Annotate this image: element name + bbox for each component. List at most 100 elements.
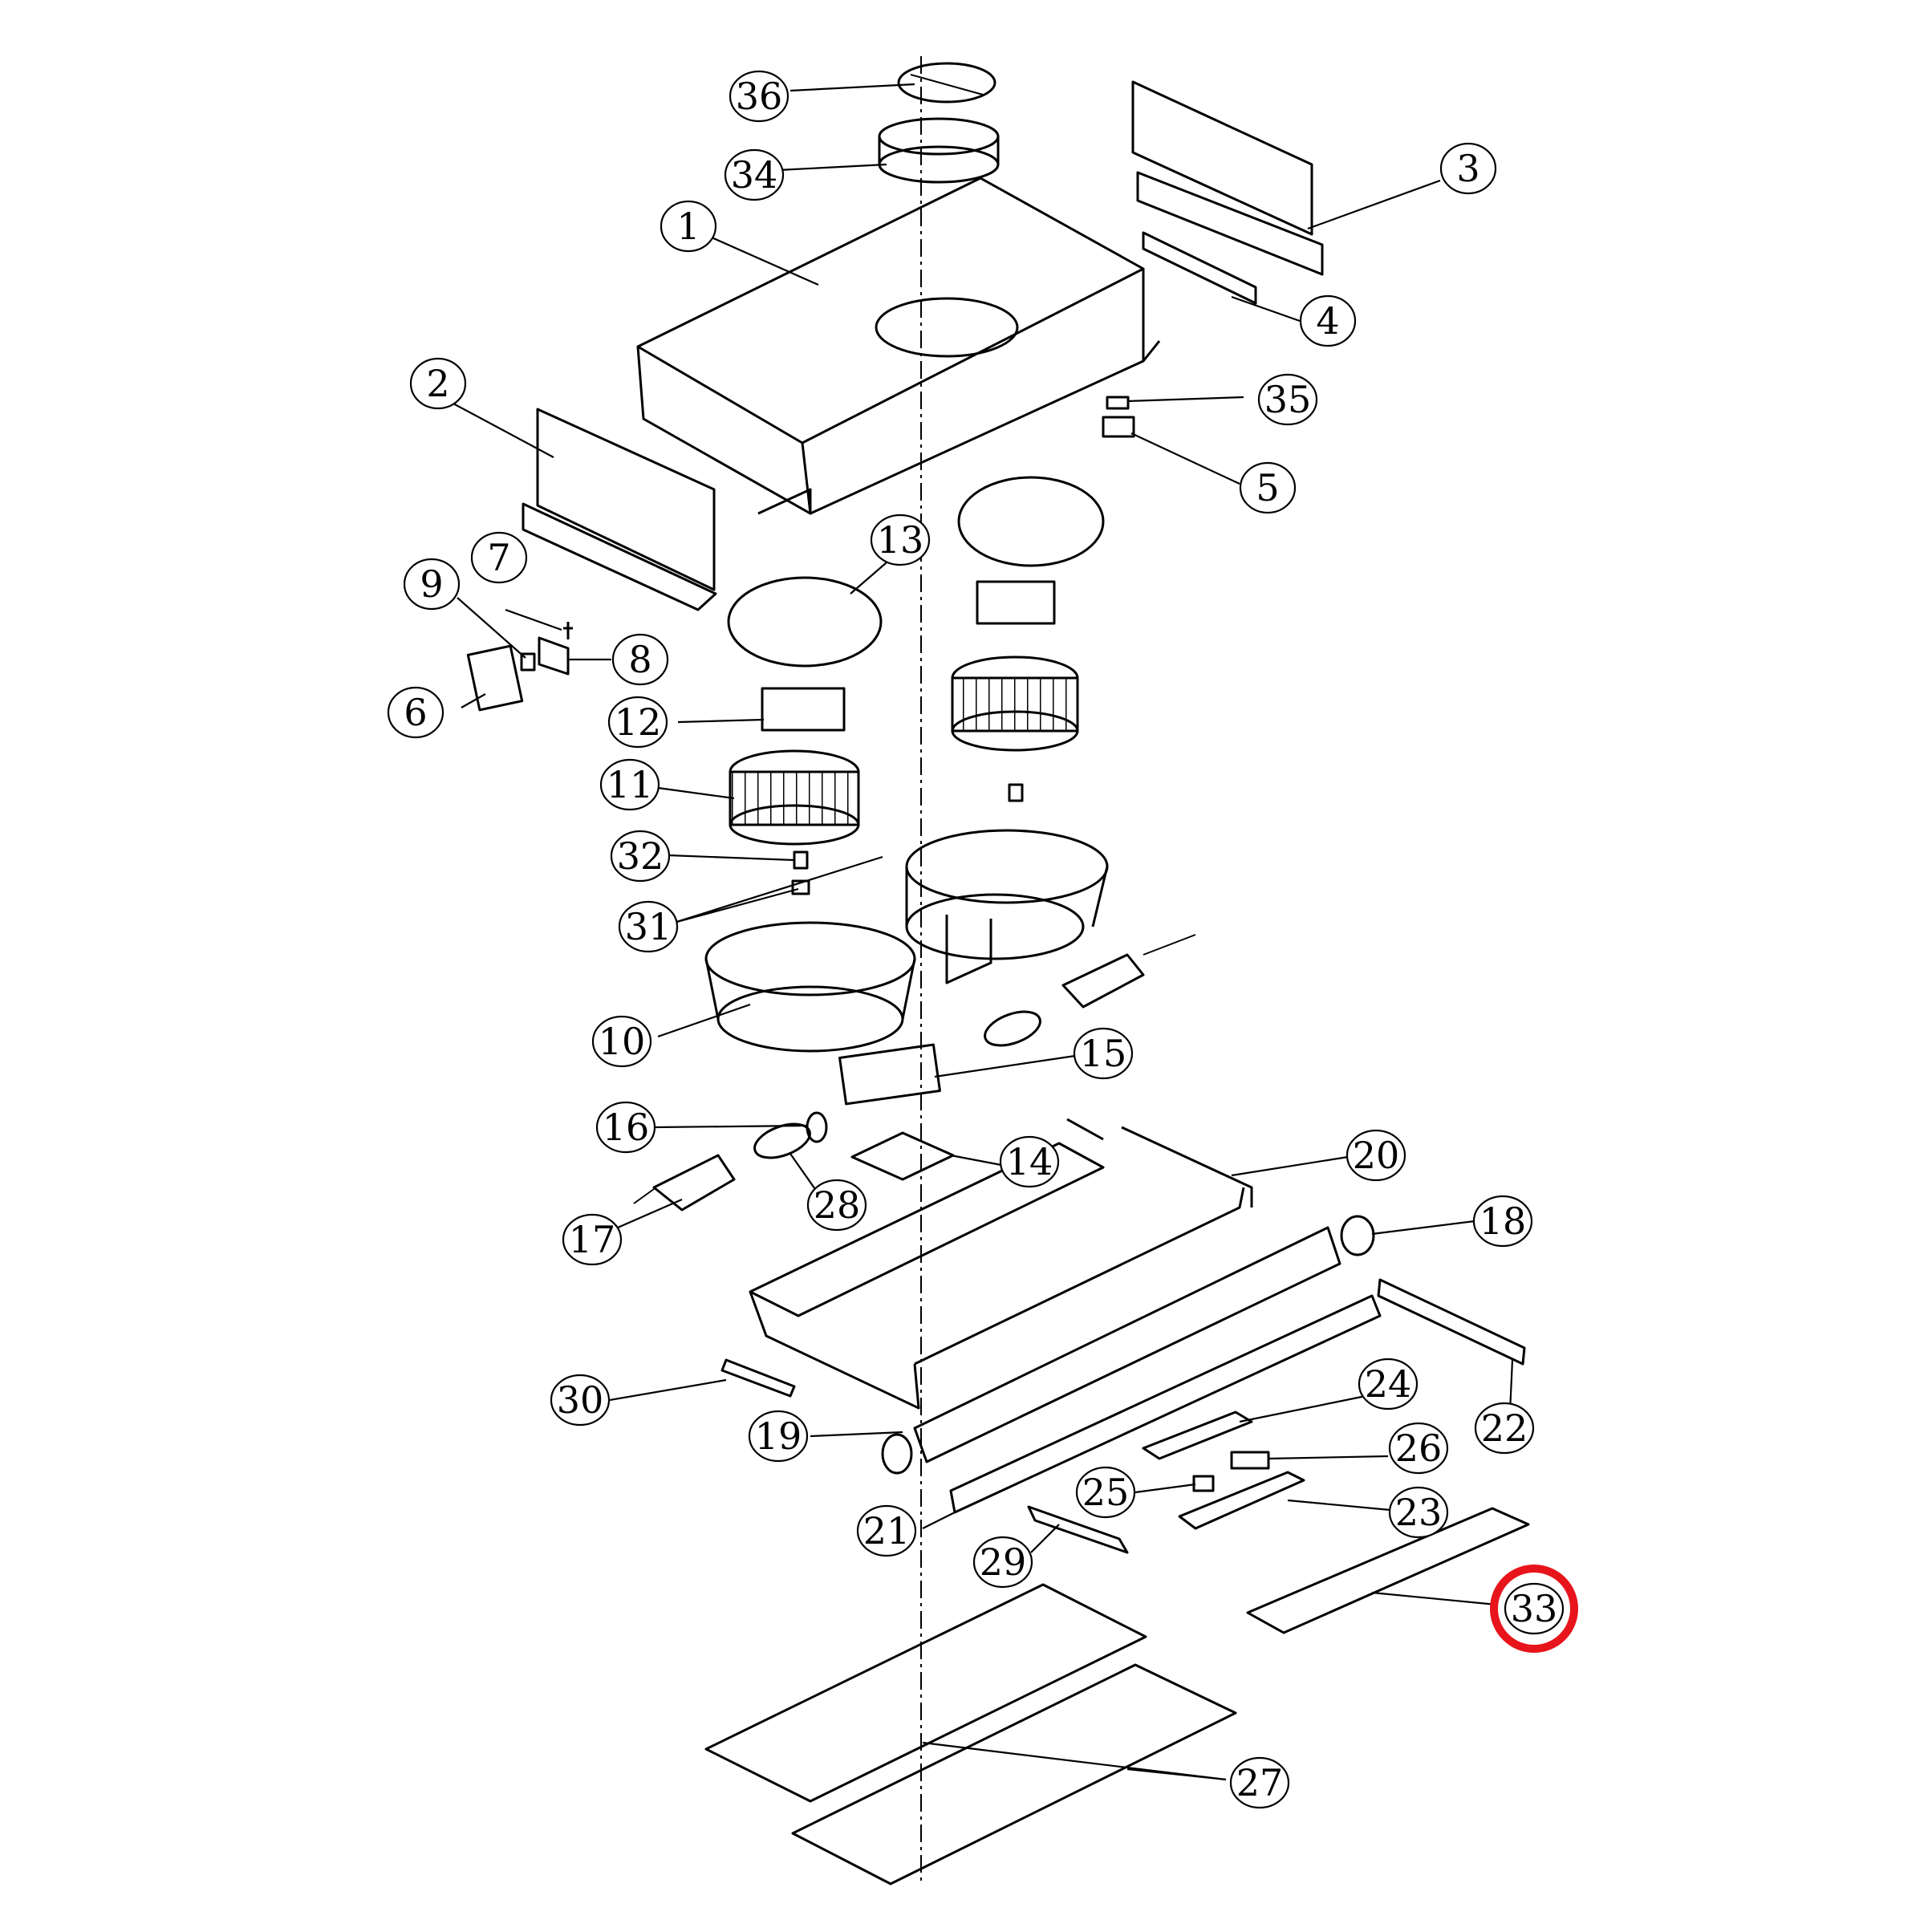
part-15-shape	[838, 1043, 941, 1106]
svg-text:35: 35	[1264, 378, 1312, 421]
part-36-shape	[897, 62, 996, 104]
lamp-parts	[633, 934, 1196, 1212]
part-17-shape	[652, 1154, 736, 1212]
right-motor-assembly	[951, 476, 1105, 802]
callout-3[interactable]: 3	[1439, 142, 1497, 195]
callout-13[interactable]: 13	[870, 513, 931, 566]
part-10-shape	[704, 829, 1109, 1053]
svg-text:22: 22	[1481, 1406, 1528, 1450]
svg-text:7: 7	[487, 536, 510, 579]
callout-28[interactable]: 28	[806, 1179, 867, 1232]
callout-15[interactable]: 15	[1073, 1027, 1134, 1080]
svg-text:24: 24	[1365, 1362, 1412, 1406]
part-24-shape	[1142, 1410, 1253, 1460]
svg-text:36: 36	[736, 75, 783, 118]
svg-text:21: 21	[863, 1509, 911, 1552]
callout-10[interactable]: 10	[591, 1015, 652, 1068]
callout-7[interactable]: 7	[470, 531, 528, 584]
callout-14[interactable]: 14	[999, 1135, 1060, 1188]
callout-5[interactable]: 5	[1239, 461, 1297, 514]
part-7-shape	[563, 622, 573, 639]
part-4-shape	[1142, 231, 1257, 305]
svg-text:17: 17	[569, 1218, 616, 1261]
callout-36[interactable]: 36	[729, 70, 789, 123]
callout-33[interactable]: 33	[1504, 1582, 1565, 1635]
part-14-shape	[850, 1131, 955, 1181]
callout-25[interactable]: 25	[1075, 1466, 1136, 1519]
callout-17[interactable]: 17	[562, 1213, 623, 1266]
left-motor-assembly	[727, 576, 883, 895]
callout-35[interactable]: 35	[1257, 373, 1318, 426]
svg-text:15: 15	[1080, 1032, 1127, 1075]
callout-6[interactable]: 6	[387, 686, 444, 739]
part-35-shape	[1106, 396, 1130, 410]
callout-9[interactable]: 9	[403, 558, 461, 611]
svg-text:26: 26	[1395, 1427, 1443, 1470]
callout-27[interactable]: 27	[1229, 1756, 1290, 1809]
svg-text:13: 13	[877, 518, 924, 562]
part-19-shape	[881, 1226, 1341, 1475]
part-23-shape	[1178, 1471, 1305, 1530]
svg-text:11: 11	[607, 763, 654, 806]
part-12-shape	[761, 687, 846, 732]
part-13-shape	[727, 576, 883, 668]
callout-2[interactable]: 2	[409, 357, 467, 410]
svg-text:5: 5	[1256, 466, 1279, 509]
callout-8[interactable]: 8	[611, 633, 669, 686]
svg-text:8: 8	[628, 638, 651, 681]
callout-16[interactable]: 16	[595, 1101, 656, 1154]
part-26-shape	[1230, 1451, 1270, 1470]
callout-20[interactable]: 20	[1346, 1129, 1406, 1182]
callout-32[interactable]: 32	[610, 830, 671, 883]
callout-4[interactable]: 4	[1299, 294, 1357, 347]
callout-31[interactable]: 31	[618, 900, 679, 953]
svg-text:25: 25	[1082, 1471, 1130, 1514]
parts-drawing	[466, 62, 1530, 1885]
part-25-shape	[1192, 1475, 1215, 1492]
callout-bubbles: 36 34 1 3 4 35 5 2 7 9 8 6 13 12 11 32 3…	[387, 70, 1565, 1809]
svg-text:4: 4	[1316, 299, 1339, 343]
svg-text:9: 9	[420, 562, 443, 606]
callout-34[interactable]: 34	[724, 148, 785, 201]
part-30-shape	[720, 1358, 796, 1398]
part-27-filter-2	[791, 1663, 1237, 1885]
svg-text:32: 32	[617, 834, 664, 878]
svg-text:31: 31	[625, 905, 672, 948]
callout-18[interactable]: 18	[1472, 1195, 1533, 1248]
svg-text:1: 1	[676, 205, 700, 248]
part-5-shape	[1102, 416, 1135, 438]
control-box-shapes	[466, 622, 573, 712]
svg-text:12: 12	[615, 700, 662, 744]
svg-text:27: 27	[1236, 1761, 1284, 1804]
callout-30[interactable]: 30	[550, 1374, 611, 1427]
callout-22[interactable]: 22	[1474, 1402, 1535, 1455]
callout-1[interactable]: 1	[660, 200, 717, 253]
callout-24[interactable]: 24	[1358, 1358, 1419, 1410]
svg-text:2: 2	[426, 362, 449, 405]
svg-text:19: 19	[755, 1414, 802, 1458]
callout-23[interactable]: 23	[1388, 1486, 1449, 1539]
callout-19[interactable]: 19	[748, 1410, 809, 1463]
leader-lines	[453, 83, 1514, 1781]
callout-29[interactable]: 29	[972, 1536, 1033, 1589]
callout-11[interactable]: 11	[599, 758, 660, 811]
part-34-shape	[878, 117, 1000, 184]
svg-text:20: 20	[1353, 1134, 1400, 1177]
svg-text:33: 33	[1511, 1587, 1558, 1630]
part-11-shape	[729, 749, 860, 846]
svg-text:3: 3	[1456, 147, 1479, 190]
svg-text:14: 14	[1006, 1140, 1053, 1183]
callout-26[interactable]: 26	[1388, 1422, 1449, 1475]
part-22-shape	[1377, 1278, 1526, 1366]
callout-12[interactable]: 12	[607, 696, 668, 749]
svg-text:16: 16	[603, 1106, 650, 1149]
svg-text:34: 34	[731, 153, 778, 197]
part-6-shape	[466, 644, 524, 712]
svg-text:29: 29	[980, 1540, 1027, 1584]
svg-text:30: 30	[557, 1378, 604, 1422]
svg-text:18: 18	[1479, 1199, 1527, 1243]
part-20-shape	[749, 1118, 1253, 1410]
callout-21[interactable]: 21	[856, 1504, 917, 1557]
part-8-shape	[538, 636, 570, 676]
part-21-shape	[949, 1294, 1382, 1514]
